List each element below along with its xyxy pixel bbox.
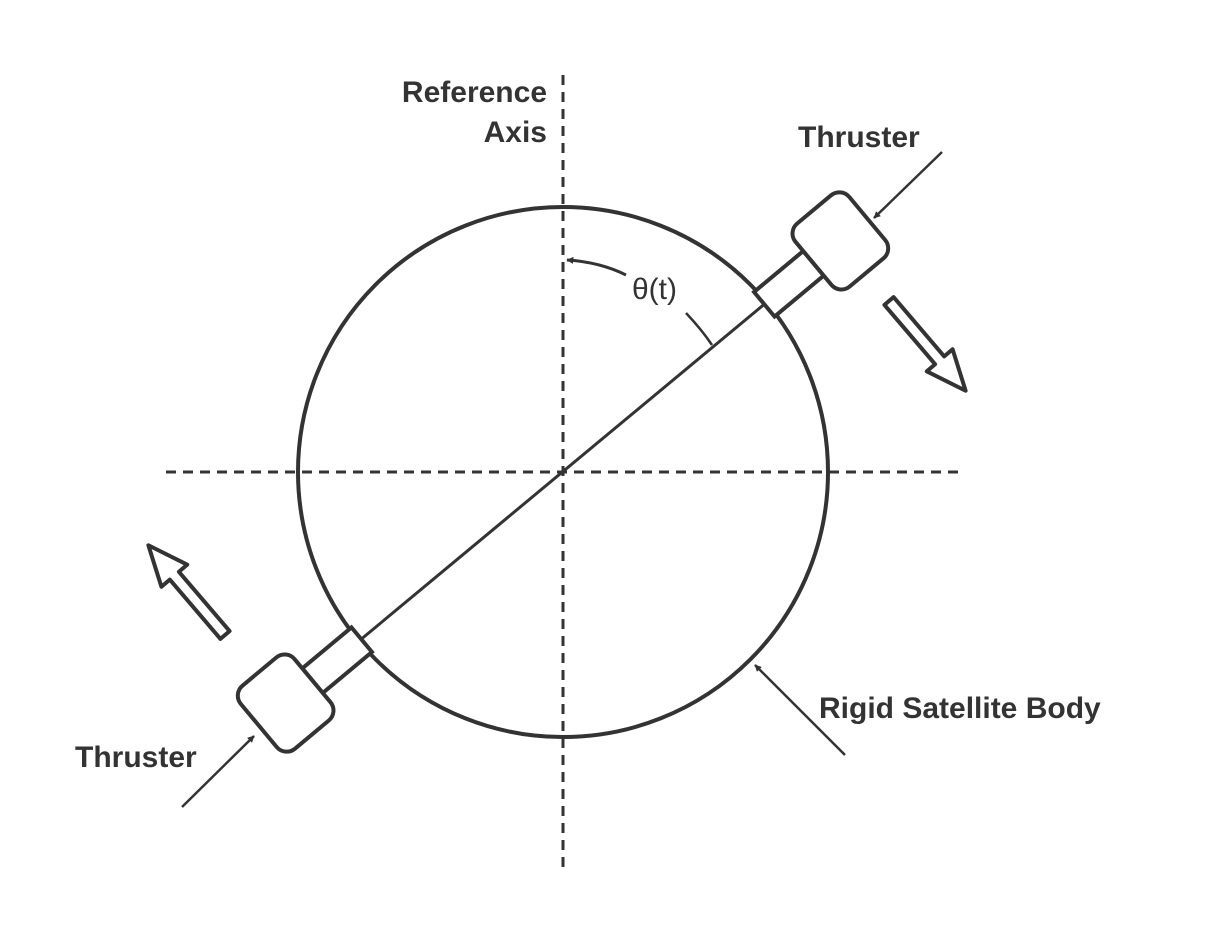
thrust-arrow-top [882, 295, 968, 393]
thruster-top-label: Thruster [798, 121, 920, 154]
satellite-body-circle [296, 205, 830, 739]
reference-axis-label-line1: Reference [402, 76, 547, 109]
thruster-top-housing [790, 190, 891, 292]
thruster-bottom-housing [235, 652, 336, 754]
rigid-body-label: Rigid Satellite Body [819, 692, 1101, 725]
thruster-top-assembly [751, 190, 891, 320]
body-pointer [754, 664, 846, 756]
angle-arc-arrow [566, 256, 627, 277]
thruster-bottom-assembly [235, 624, 375, 754]
thruster-bottom-label: Thruster [75, 741, 197, 774]
thruster-top-pointer [873, 151, 943, 219]
thrust-arrow-bottom [146, 543, 232, 641]
angle-leader-line [685, 312, 714, 346]
angle-theta-label: θ(t) [632, 273, 677, 306]
reference-axis-label-line2: Axis [484, 116, 547, 149]
thruster-bottom-pointer [181, 735, 255, 808]
thruster-diameter-line [358, 300, 768, 643]
